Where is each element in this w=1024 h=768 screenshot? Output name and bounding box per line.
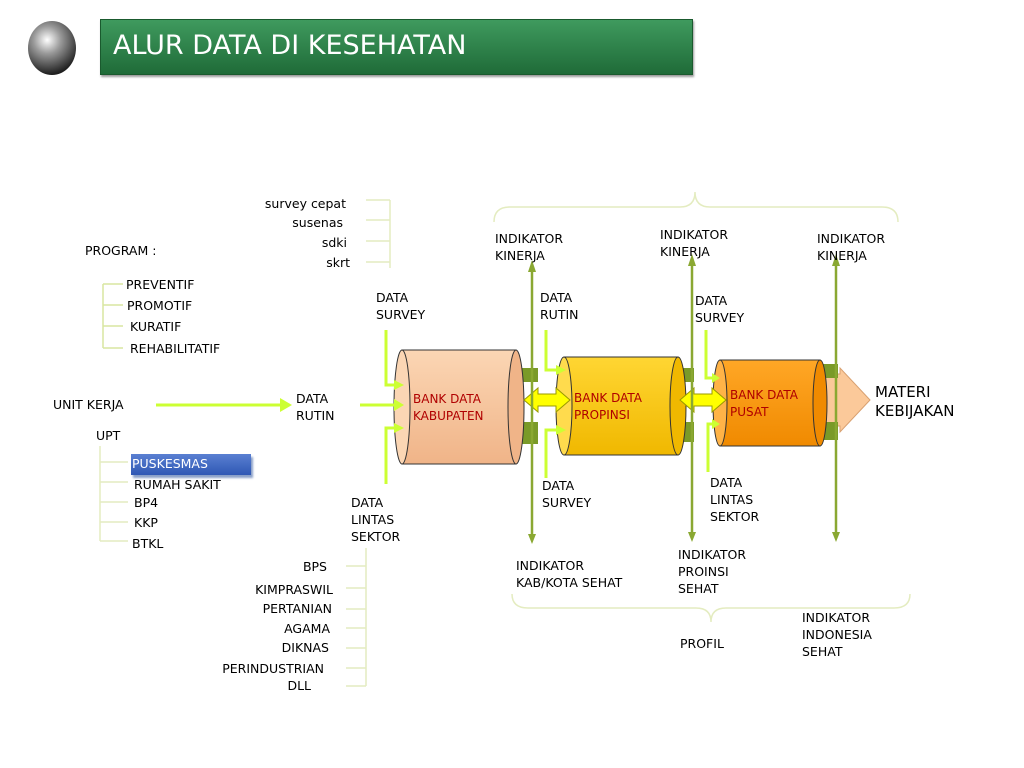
unit-item-0: PUSKESMAS — [132, 456, 208, 471]
title-bar: ALUR DATA DI KESEHATAN — [100, 19, 693, 75]
unit-item-4: BTKL — [132, 536, 164, 551]
survey-bracket — [366, 199, 391, 268]
text-line: INDIKATOR — [495, 231, 564, 246]
bottom-brace — [511, 593, 911, 623]
data-survey-label-2: DATA SURVEY — [542, 477, 591, 511]
indicator-spikes — [530, 262, 838, 538]
indikator-kinerja-3: INDIKATOR KINERJA — [817, 230, 885, 264]
program-item-3: REHABILITATIF — [130, 341, 221, 356]
logo-icon — [28, 21, 76, 75]
text-line: SEHAT — [802, 644, 843, 659]
data-rutin-label-1: DATA RUTIN — [296, 390, 335, 424]
data-lintas-label-2: DATA LINTAS SEKTOR — [710, 474, 759, 525]
text-line: DATA — [542, 478, 575, 493]
text-line: KAB/KOTA SEHAT — [516, 575, 623, 590]
upt-label: UPT — [96, 428, 121, 443]
lintas-item-5: PERINDUSTRIAN — [222, 661, 324, 676]
survey-item-3: skrt — [326, 255, 350, 270]
text-line: KEBIJAKAN — [875, 402, 955, 420]
profil-label: PROFIL — [680, 636, 724, 651]
lintas-bracket — [346, 548, 367, 687]
text-line: SEKTOR — [710, 509, 760, 524]
indicator-spike-tips — [528, 254, 840, 544]
text-line: INDIKATOR — [817, 231, 886, 246]
double-arrow-1 — [523, 386, 571, 414]
text-line: KABUPATEN — [413, 409, 484, 423]
materi-kebijakan-label: MATERI KEBIJAKAN — [875, 383, 955, 421]
text-line: DATA — [376, 290, 409, 305]
lintas-item-4: DIKNAS — [281, 640, 329, 655]
text-line: KINERJA — [817, 248, 867, 263]
data-rutin-label-2: DATA RUTIN — [540, 289, 579, 323]
text-line: DATA — [296, 391, 329, 406]
text-line: INDIKATOR — [678, 547, 747, 562]
unit-kerja-label: UNIT KERJA — [53, 397, 124, 412]
text-line: PUSAT — [730, 405, 769, 419]
text-line: BANK DATA — [574, 391, 643, 405]
green-arrowheads — [280, 365, 720, 435]
green-arrows — [156, 330, 714, 484]
bank-kabupaten-label: BANK DATA KABUPATEN — [413, 391, 484, 425]
text-line: SEHAT — [678, 581, 719, 596]
text-line: DATA — [351, 495, 384, 510]
data-survey-label-1: DATA SURVEY — [376, 289, 425, 323]
unit-item-1: RUMAH SAKIT — [134, 477, 221, 492]
indikator-kinerja-1: INDIKATOR KINERJA — [495, 230, 563, 264]
text-line: MATERI — [875, 383, 931, 401]
text-line: PROPINSI — [574, 408, 630, 422]
lintas-item-6: DLL — [287, 678, 311, 693]
text-line: SURVEY — [695, 310, 745, 325]
data-survey-label-3: DATA SURVEY — [695, 292, 744, 326]
page-title: ALUR DATA DI KESEHATAN — [113, 30, 467, 61]
program-bracket — [102, 283, 123, 349]
program-item-2: KURATIF — [130, 319, 182, 334]
text-line: INDIKATOR — [660, 227, 729, 242]
lintas-item-3: AGAMA — [284, 621, 330, 636]
text-line: INDIKATOR — [516, 558, 585, 573]
bank-propinsi-label: BANK DATA PROPINSI — [574, 390, 642, 424]
unit-item-3: KKP — [134, 515, 158, 530]
data-lintas-label-1: DATA LINTAS SEKTOR — [351, 494, 400, 545]
indikator-indo: INDIKATOR INDONESIA SEHAT — [802, 609, 872, 660]
indikator-kab: INDIKATOR KAB/KOTA SEHAT — [516, 557, 622, 591]
program-label: PROGRAM : — [85, 243, 157, 258]
program-item-1: PROMOTIF — [127, 298, 193, 313]
text-line: INDONESIA — [802, 627, 872, 642]
text-line: SURVEY — [376, 307, 426, 322]
text-line: BANK DATA — [413, 392, 482, 406]
puskesmas-highlight — [131, 454, 251, 475]
indikator-prov: INDIKATOR PROINSI SEHAT — [678, 546, 746, 597]
survey-item-0: survey cepat — [264, 196, 346, 211]
lintas-item-1: KIMPRASWIL — [255, 582, 333, 597]
text-line: KINERJA — [495, 248, 545, 263]
survey-item-1: susenas — [292, 215, 343, 230]
text-line: INDIKATOR — [802, 610, 871, 625]
unit-bracket — [99, 446, 128, 542]
bank-pusat-label: BANK DATA PUSAT — [730, 387, 798, 421]
text-line: RUTIN — [296, 408, 335, 423]
bank-kabupaten-cylinder — [393, 349, 525, 465]
indikator-kinerja-2: INDIKATOR KINERJA — [660, 226, 728, 260]
text-line: RUTIN — [540, 307, 579, 322]
text-line: SEKTOR — [351, 529, 401, 544]
text-line: DATA — [710, 475, 743, 490]
lintas-item-0: BPS — [302, 559, 327, 574]
text-line: SURVEY — [542, 495, 592, 510]
text-line: DATA — [540, 290, 573, 305]
survey-item-2: sdki — [321, 235, 347, 250]
program-item-0: PREVENTIF — [126, 277, 195, 292]
lintas-item-2: PERTANIAN — [262, 601, 332, 616]
text-line: PROINSI — [678, 564, 729, 579]
text-line: BANK DATA — [730, 388, 799, 402]
top-brace — [493, 191, 899, 223]
text-line: LINTAS — [351, 512, 395, 527]
text-line: LINTAS — [710, 492, 754, 507]
text-line: DATA — [695, 293, 728, 308]
text-line: KINERJA — [660, 244, 710, 259]
unit-item-2: BP4 — [134, 495, 159, 510]
